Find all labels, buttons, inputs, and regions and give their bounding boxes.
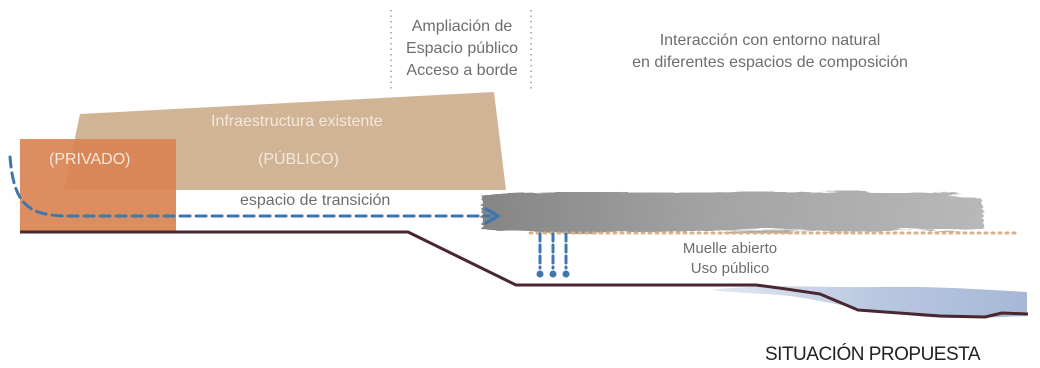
ampliacion-label: Ampliación de Espacio público Acceso a b…	[394, 16, 530, 82]
muelle-line-2: Uso público	[690, 260, 770, 277]
interaccion-line-1: Interacción con entorno natural	[659, 32, 881, 49]
terrain-section-line	[20, 230, 1029, 319]
transition-arrow-head	[484, 207, 500, 225]
water-body	[712, 286, 1027, 318]
vertical-access-lines	[538, 232, 568, 270]
infraestructura-label: Infraestructura existente	[211, 113, 383, 130]
ampliacion-line-2: Espacio público	[405, 40, 519, 57]
interaccion-line-2: en diferentes espacios de composición	[632, 54, 908, 71]
interaccion-label: Interacción con entorno natural en difer…	[600, 30, 940, 74]
ampliacion-line-3: Acceso a borde	[406, 62, 518, 79]
ampliacion-line-1: Ampliación de	[411, 18, 513, 35]
publico-label: (PÚBLICO)	[258, 151, 339, 168]
muelle-line-1: Muelle abierto	[682, 240, 778, 257]
transicion-label: espacio de transición	[240, 192, 391, 209]
privado-label: (PRIVADO)	[49, 151, 131, 168]
muelle-label: Muelle abierto Uso público	[670, 239, 790, 279]
transition-arrow-curve	[8, 155, 492, 218]
pier-platform	[482, 191, 984, 233]
access-dots	[536, 270, 570, 278]
situacion-title: SITUACIÓN PROPUESTA	[765, 344, 981, 365]
